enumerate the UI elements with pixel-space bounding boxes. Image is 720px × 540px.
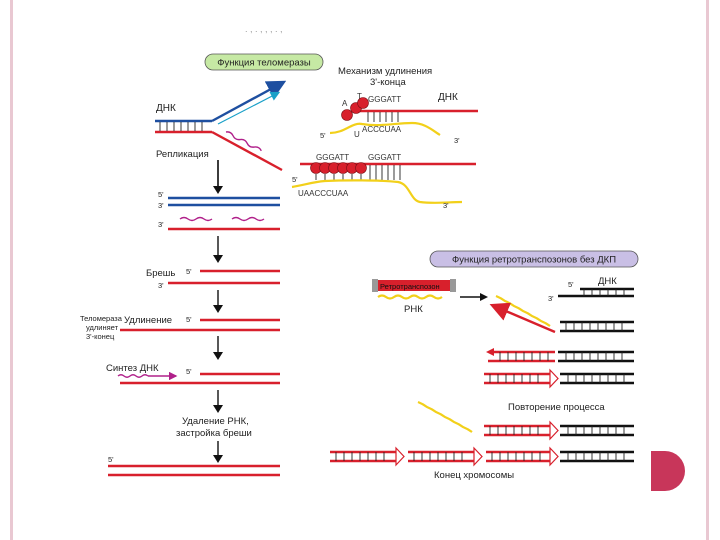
- new-nucleotides-2: [310, 162, 367, 174]
- seq-bottom-dna-2: GGGATT: [368, 153, 401, 162]
- nucleotide-ticks-2: [315, 165, 401, 180]
- three-prime-a: 3': [158, 201, 164, 210]
- gap-label: Брешь: [146, 268, 175, 279]
- five-prime-d: 5': [186, 315, 192, 324]
- five-prime-g: 5': [568, 280, 574, 289]
- left-flow: 5' 3' 3' Брешь 5' 3' Теломераза удлиняет…: [80, 160, 280, 477]
- retrotransposon-function-title: Функция ретротранспозонов без ДКП: [452, 255, 616, 266]
- corner-tab-decoration: [651, 451, 685, 491]
- header-dots: . , . , , , . ,: [245, 24, 283, 34]
- removal-label-1: Удаление РНК,: [182, 416, 249, 427]
- seq-bottom-rna: UAACCCUAA: [298, 189, 349, 198]
- repeat-process-label: Повторение процесса: [508, 402, 605, 413]
- retro-chromosome-end-dna: ДНК 5' 3': [548, 276, 634, 303]
- new-nucleotides-1: [341, 97, 369, 121]
- retro-row-4: [484, 420, 634, 441]
- retro-row-3: [484, 368, 634, 389]
- five-prime-f: 5': [108, 455, 114, 464]
- retro-row-1: [560, 320, 634, 333]
- nucleotide-ticks-1: [367, 112, 399, 122]
- five-prime-a: 5': [158, 190, 164, 199]
- retro-row-2: [486, 348, 634, 363]
- rna-label: РНК: [404, 304, 423, 315]
- removal-label-2: застройка бреши: [176, 428, 252, 439]
- reverse-transcription-arrow: [489, 302, 556, 334]
- retrotransposon-element: Ретротранспозон РНК: [372, 279, 488, 315]
- three-prime-m2: 3': [443, 201, 449, 210]
- five-prime-m2: 5': [292, 175, 298, 184]
- dna-label-right: ДНК: [438, 92, 458, 103]
- replication-label: Репликация: [156, 149, 209, 160]
- telomerase-small-2: удлиняет: [86, 323, 119, 332]
- elongation-label: Удлинение: [124, 315, 172, 326]
- telomerase-small-1: Теломераза: [80, 314, 123, 323]
- seq-top-u: U: [354, 130, 360, 139]
- dna-label-left: ДНК: [156, 103, 176, 114]
- five-prime-m1: 5': [320, 131, 326, 140]
- three-prime-m1: 3': [454, 136, 460, 145]
- three-prime-b: 3': [158, 220, 164, 229]
- mechanism-title-line2: 3'-конца: [370, 77, 406, 88]
- seq-bottom-dna-1: GGGATT: [316, 153, 349, 162]
- retrotransposon-label: Ретротранспозон: [380, 282, 440, 291]
- telomerase-function-pill: Функция теломеразы: [204, 53, 324, 71]
- seq-top-t: T: [357, 92, 362, 101]
- seq-top-dna: GGGATT: [368, 95, 401, 104]
- retro-row-5: Конец хромосомы: [330, 446, 634, 481]
- telomerase-function-title: Функция теломеразы: [217, 58, 311, 69]
- replication-fork: ДНК Репликация: [155, 80, 287, 172]
- dna-synthesis-label: Синтез ДНК: [106, 363, 159, 374]
- left-frame-line: [10, 0, 13, 540]
- mechanism-step-1: ДНК GGGATT T A 5' 3' ACCCUAA U: [320, 92, 478, 145]
- mechanism-step-2: GGGATT GGGATT: [291, 153, 476, 210]
- five-prime-c: 5': [186, 267, 192, 276]
- seq-top-a: A: [342, 99, 348, 108]
- incoming-rna-2: [417, 400, 473, 433]
- incoming-rna-1: [495, 294, 551, 327]
- retrotransposon-function-pill: Функция ретротранспозонов без ДКП: [429, 250, 639, 268]
- three-prime-c: 3': [158, 281, 164, 290]
- chromosome-end-label: Конец хромосомы: [434, 470, 514, 481]
- retro-dna-label: ДНК: [598, 276, 617, 287]
- mechanism-title-line1: Механизм удлинения: [338, 66, 432, 77]
- seq-top-rna: ACCCUAA: [362, 125, 402, 134]
- fork-ticks: [159, 122, 203, 131]
- telomerase-small-3: 3'-конец: [86, 332, 115, 341]
- right-frame-line: [706, 0, 709, 540]
- three-prime-g: 3': [548, 294, 554, 303]
- five-prime-e: 5': [186, 367, 192, 376]
